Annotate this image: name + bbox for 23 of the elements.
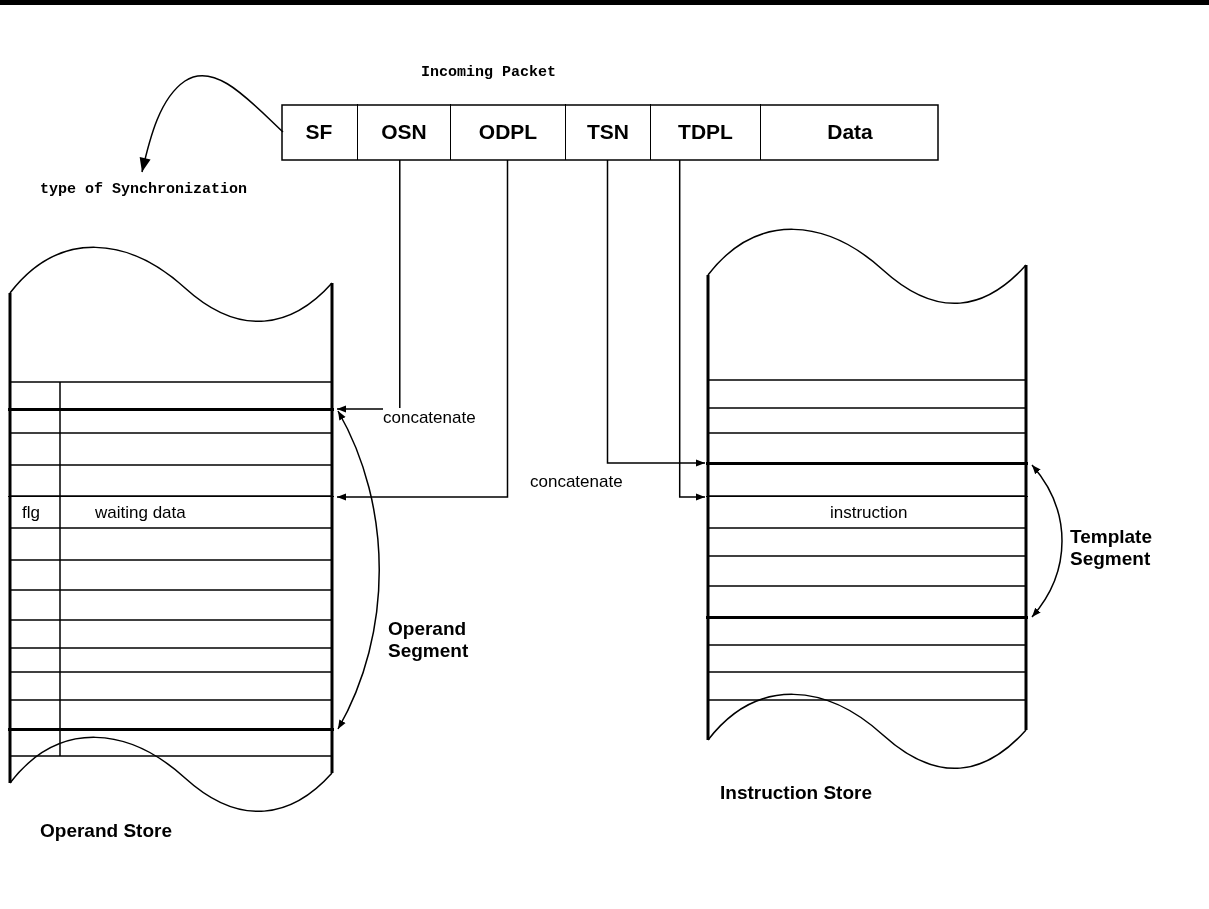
arrow: [336, 159, 509, 501]
cell-text: instruction: [830, 503, 908, 523]
store-title: Instruction Store: [720, 782, 872, 804]
arrow: [606, 159, 706, 467]
packet-field: TSN: [565, 104, 650, 160]
packet-field: SF: [281, 104, 357, 160]
flag-text: flg: [22, 503, 40, 523]
arrow: [139, 74, 284, 173]
packet-field: TDPL: [650, 104, 760, 160]
annotation-text: type of Synchronization: [40, 180, 260, 199]
edge-label: Template Segment: [1070, 526, 1153, 570]
packet-field: OSN: [357, 104, 450, 160]
edge-label: Operand Segment: [388, 618, 470, 662]
packet-field: Data: [760, 104, 939, 160]
double-arrow: [1031, 464, 1063, 618]
packet-title: Incoming Packet: [421, 64, 557, 81]
packet-format: [281, 62, 939, 162]
cell-text: waiting data: [95, 503, 186, 523]
arrow: [336, 159, 401, 413]
packet-field: ODPL: [450, 104, 565, 160]
store-title: Operand Store: [40, 820, 172, 842]
arrow: [678, 159, 706, 501]
double-arrow: [337, 410, 380, 730]
